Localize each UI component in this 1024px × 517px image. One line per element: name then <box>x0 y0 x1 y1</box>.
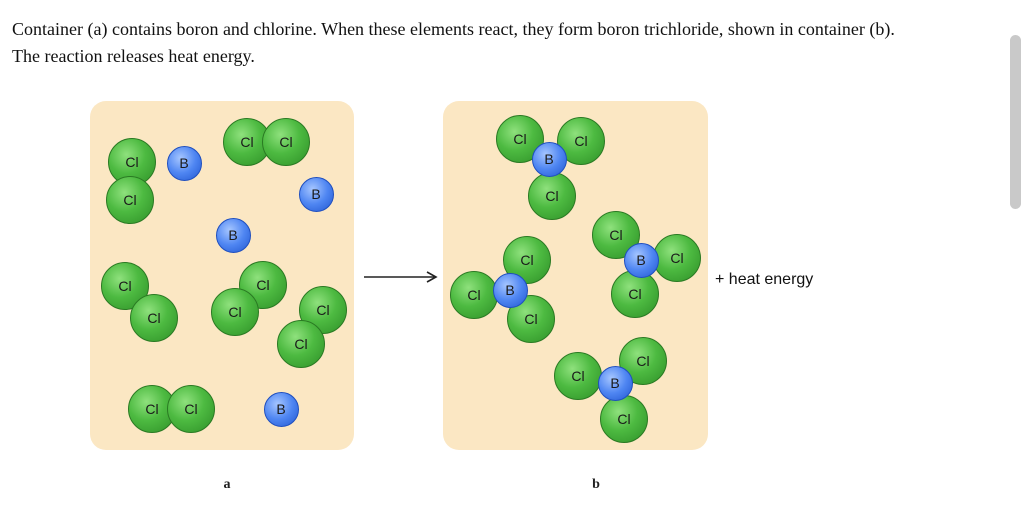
container-b <box>443 101 708 450</box>
container-a <box>90 101 354 450</box>
reaction-arrow-icon <box>364 271 438 283</box>
question-line-1: Container (a) contains boron and chlorin… <box>12 19 895 39</box>
vertical-scrollbar[interactable] <box>1010 35 1021 209</box>
question-text: Container (a) contains boron and chlorin… <box>12 16 992 70</box>
heat-energy-label: + heat energy <box>715 271 814 288</box>
container-b-label: b <box>592 477 600 492</box>
container-a-label: a <box>223 477 231 492</box>
question-line-2: The reaction releases heat energy. <box>12 46 255 66</box>
